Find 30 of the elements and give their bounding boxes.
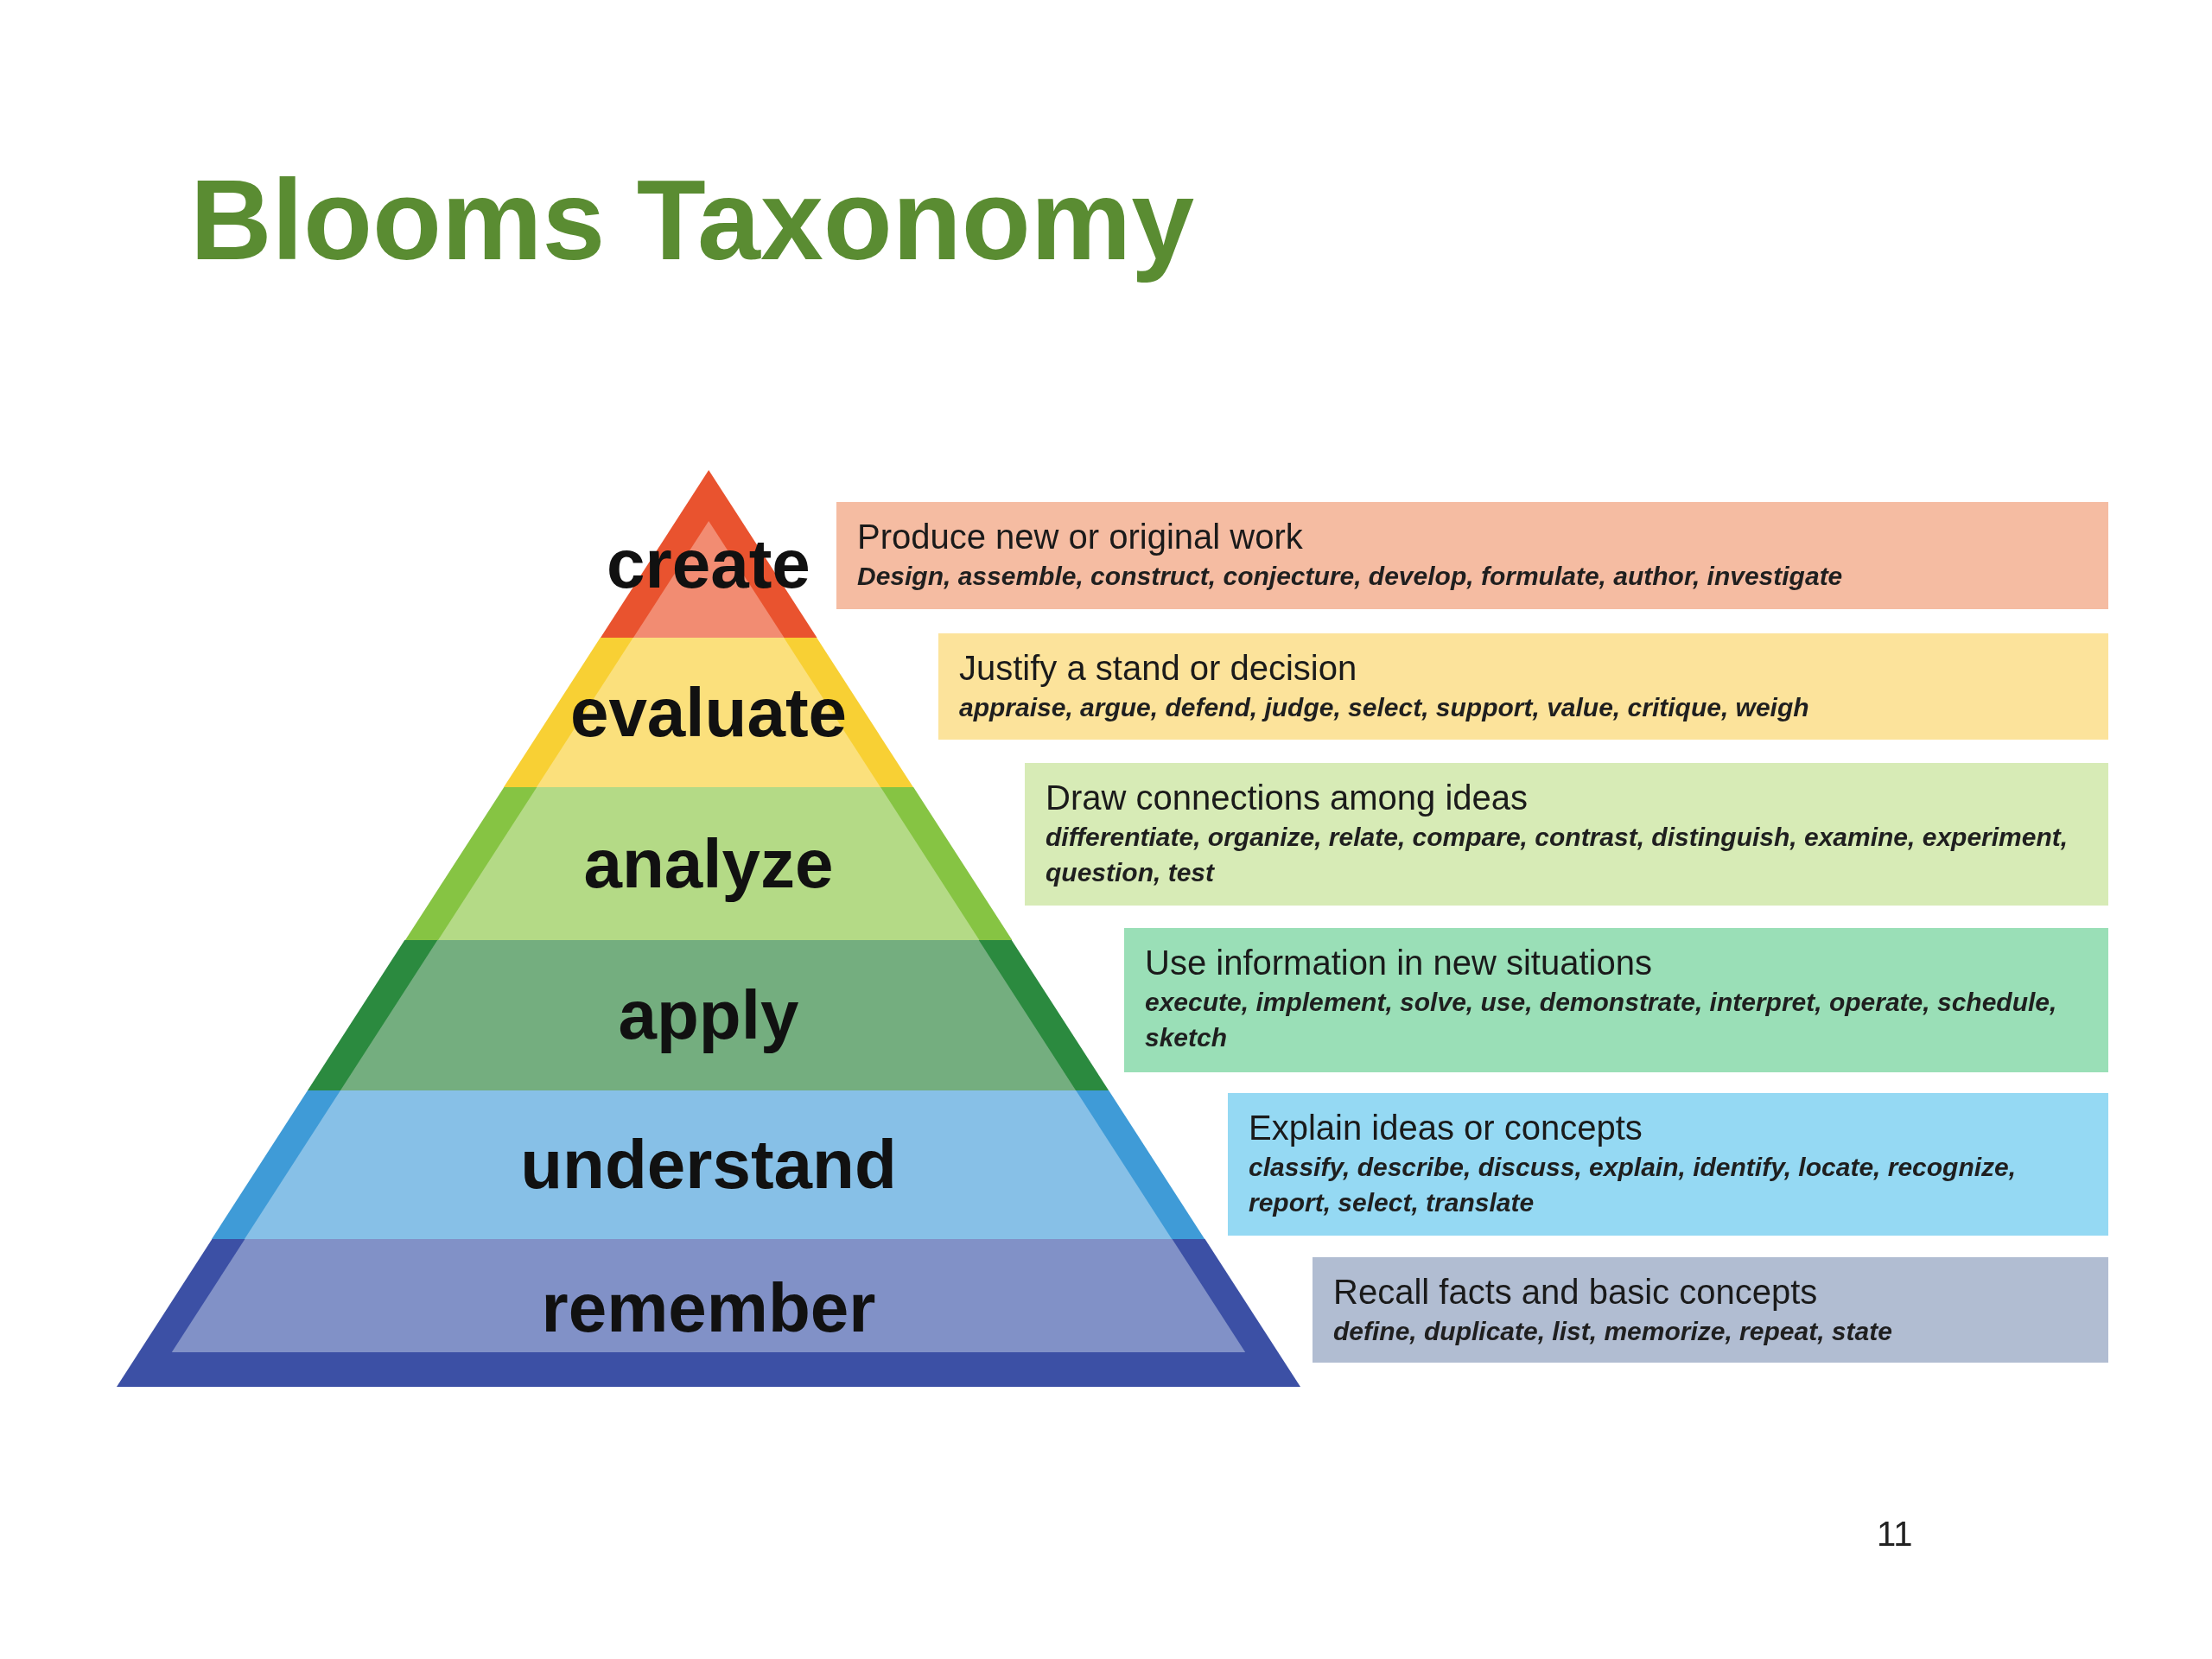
description-box: [1025, 763, 2108, 906]
tier-label: analyze: [583, 823, 834, 904]
verb-list: execute, implement, solve, use, demonstrate, interpret, operate, schedule, sketch: [1145, 985, 2088, 1055]
tier-label: understand: [520, 1125, 897, 1205]
pyramid-tier: [404, 787, 1013, 940]
box-heading: Explain ideas or concepts: [1249, 1108, 1643, 1148]
pyramid-tier: [117, 1239, 1300, 1387]
tier-label: apply: [618, 976, 799, 1055]
verb-list: classify, describe, discuss, explain, identify, locate, recognize, report, select, translate: [1249, 1150, 2088, 1220]
verb-list: define, duplicate, list, memorize, repeat, state: [1333, 1314, 2088, 1350]
page-number: 11: [1877, 1514, 1913, 1554]
description-box: [938, 633, 2108, 740]
description-box: [1228, 1093, 2108, 1236]
description-box: [836, 502, 2108, 609]
pyramid-tier: [308, 940, 1109, 1090]
verb-list: differentiate, organize, relate, compare, contrast, distinguish, examine, experiment, question, test: [1046, 820, 2088, 890]
box-heading: Justify a stand or decision: [959, 648, 1358, 689]
pyramid-tier: [212, 1090, 1205, 1239]
pyramid-tier: [504, 638, 913, 787]
tier-label: remember: [541, 1268, 876, 1349]
box-heading: Draw connections among ideas: [1046, 778, 1529, 818]
box-heading: Recall facts and basic concepts: [1333, 1272, 1819, 1313]
verb-list: Design, assemble, construct, conjecture, develop, formulate, author, investigate: [857, 559, 2088, 594]
page-title: Blooms Taxonomy: [190, 156, 1195, 285]
description-box: [1124, 928, 2108, 1072]
description-box: [1313, 1257, 2108, 1363]
box-heading: Produce new or original work: [857, 517, 1304, 557]
verb-list: appraise, argue, defend, judge, select, support, value, critique, weigh: [959, 690, 2088, 726]
tier-label: evaluate: [569, 672, 848, 753]
box-heading: Use information in new situations: [1145, 943, 1653, 983]
